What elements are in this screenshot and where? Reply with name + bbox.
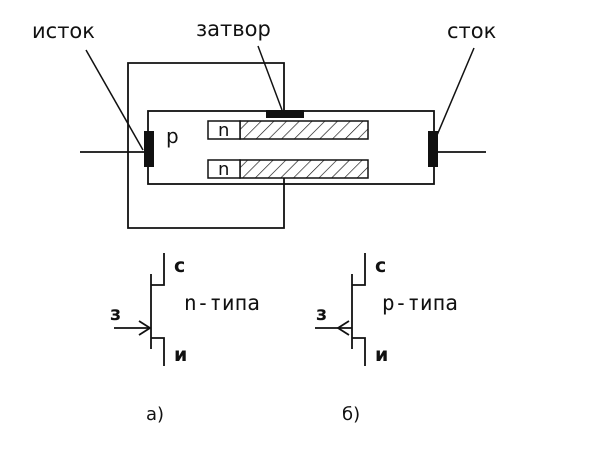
gate-contact (266, 110, 304, 118)
symbol-p-channel: з с и p-типа б) (315, 253, 458, 425)
type-label: p-типа (382, 291, 458, 315)
caption: б) (342, 404, 360, 425)
n-region-top (207, 120, 369, 140)
drain-label: с (375, 255, 386, 277)
source-lead (151, 337, 165, 366)
source-lead (352, 337, 366, 366)
gate-label: з (316, 303, 327, 325)
source-electrode (144, 131, 154, 167)
n-region-top-label: n (218, 120, 229, 141)
source-pointer (85, 49, 144, 151)
drain-lead (352, 253, 366, 286)
caption: а) (146, 404, 164, 425)
drain-pointer (434, 47, 475, 141)
n-region-bottom (207, 159, 369, 179)
type-label: n-типа (184, 291, 260, 315)
symbol-n-channel: з с и n-типа а) (110, 253, 260, 425)
source-label: исток (32, 19, 95, 43)
gate-arrow-icon (336, 320, 350, 336)
gate-label: затвор (196, 17, 271, 41)
n-region-bottom-label: n (218, 159, 229, 180)
drain-electrode (428, 131, 438, 167)
gate-label: з (110, 303, 121, 325)
p-region-label: p (166, 124, 179, 148)
drain-label: сток (447, 19, 496, 43)
source-label: и (174, 344, 187, 366)
drain-label: с (174, 255, 185, 277)
transistor-structure: исток затвор сток p n n (32, 17, 496, 229)
source-label: и (375, 344, 388, 366)
gate-arrow-icon (138, 320, 152, 336)
gate-wire (127, 62, 285, 229)
drain-lead (151, 253, 165, 286)
gate-pointer (257, 45, 283, 111)
